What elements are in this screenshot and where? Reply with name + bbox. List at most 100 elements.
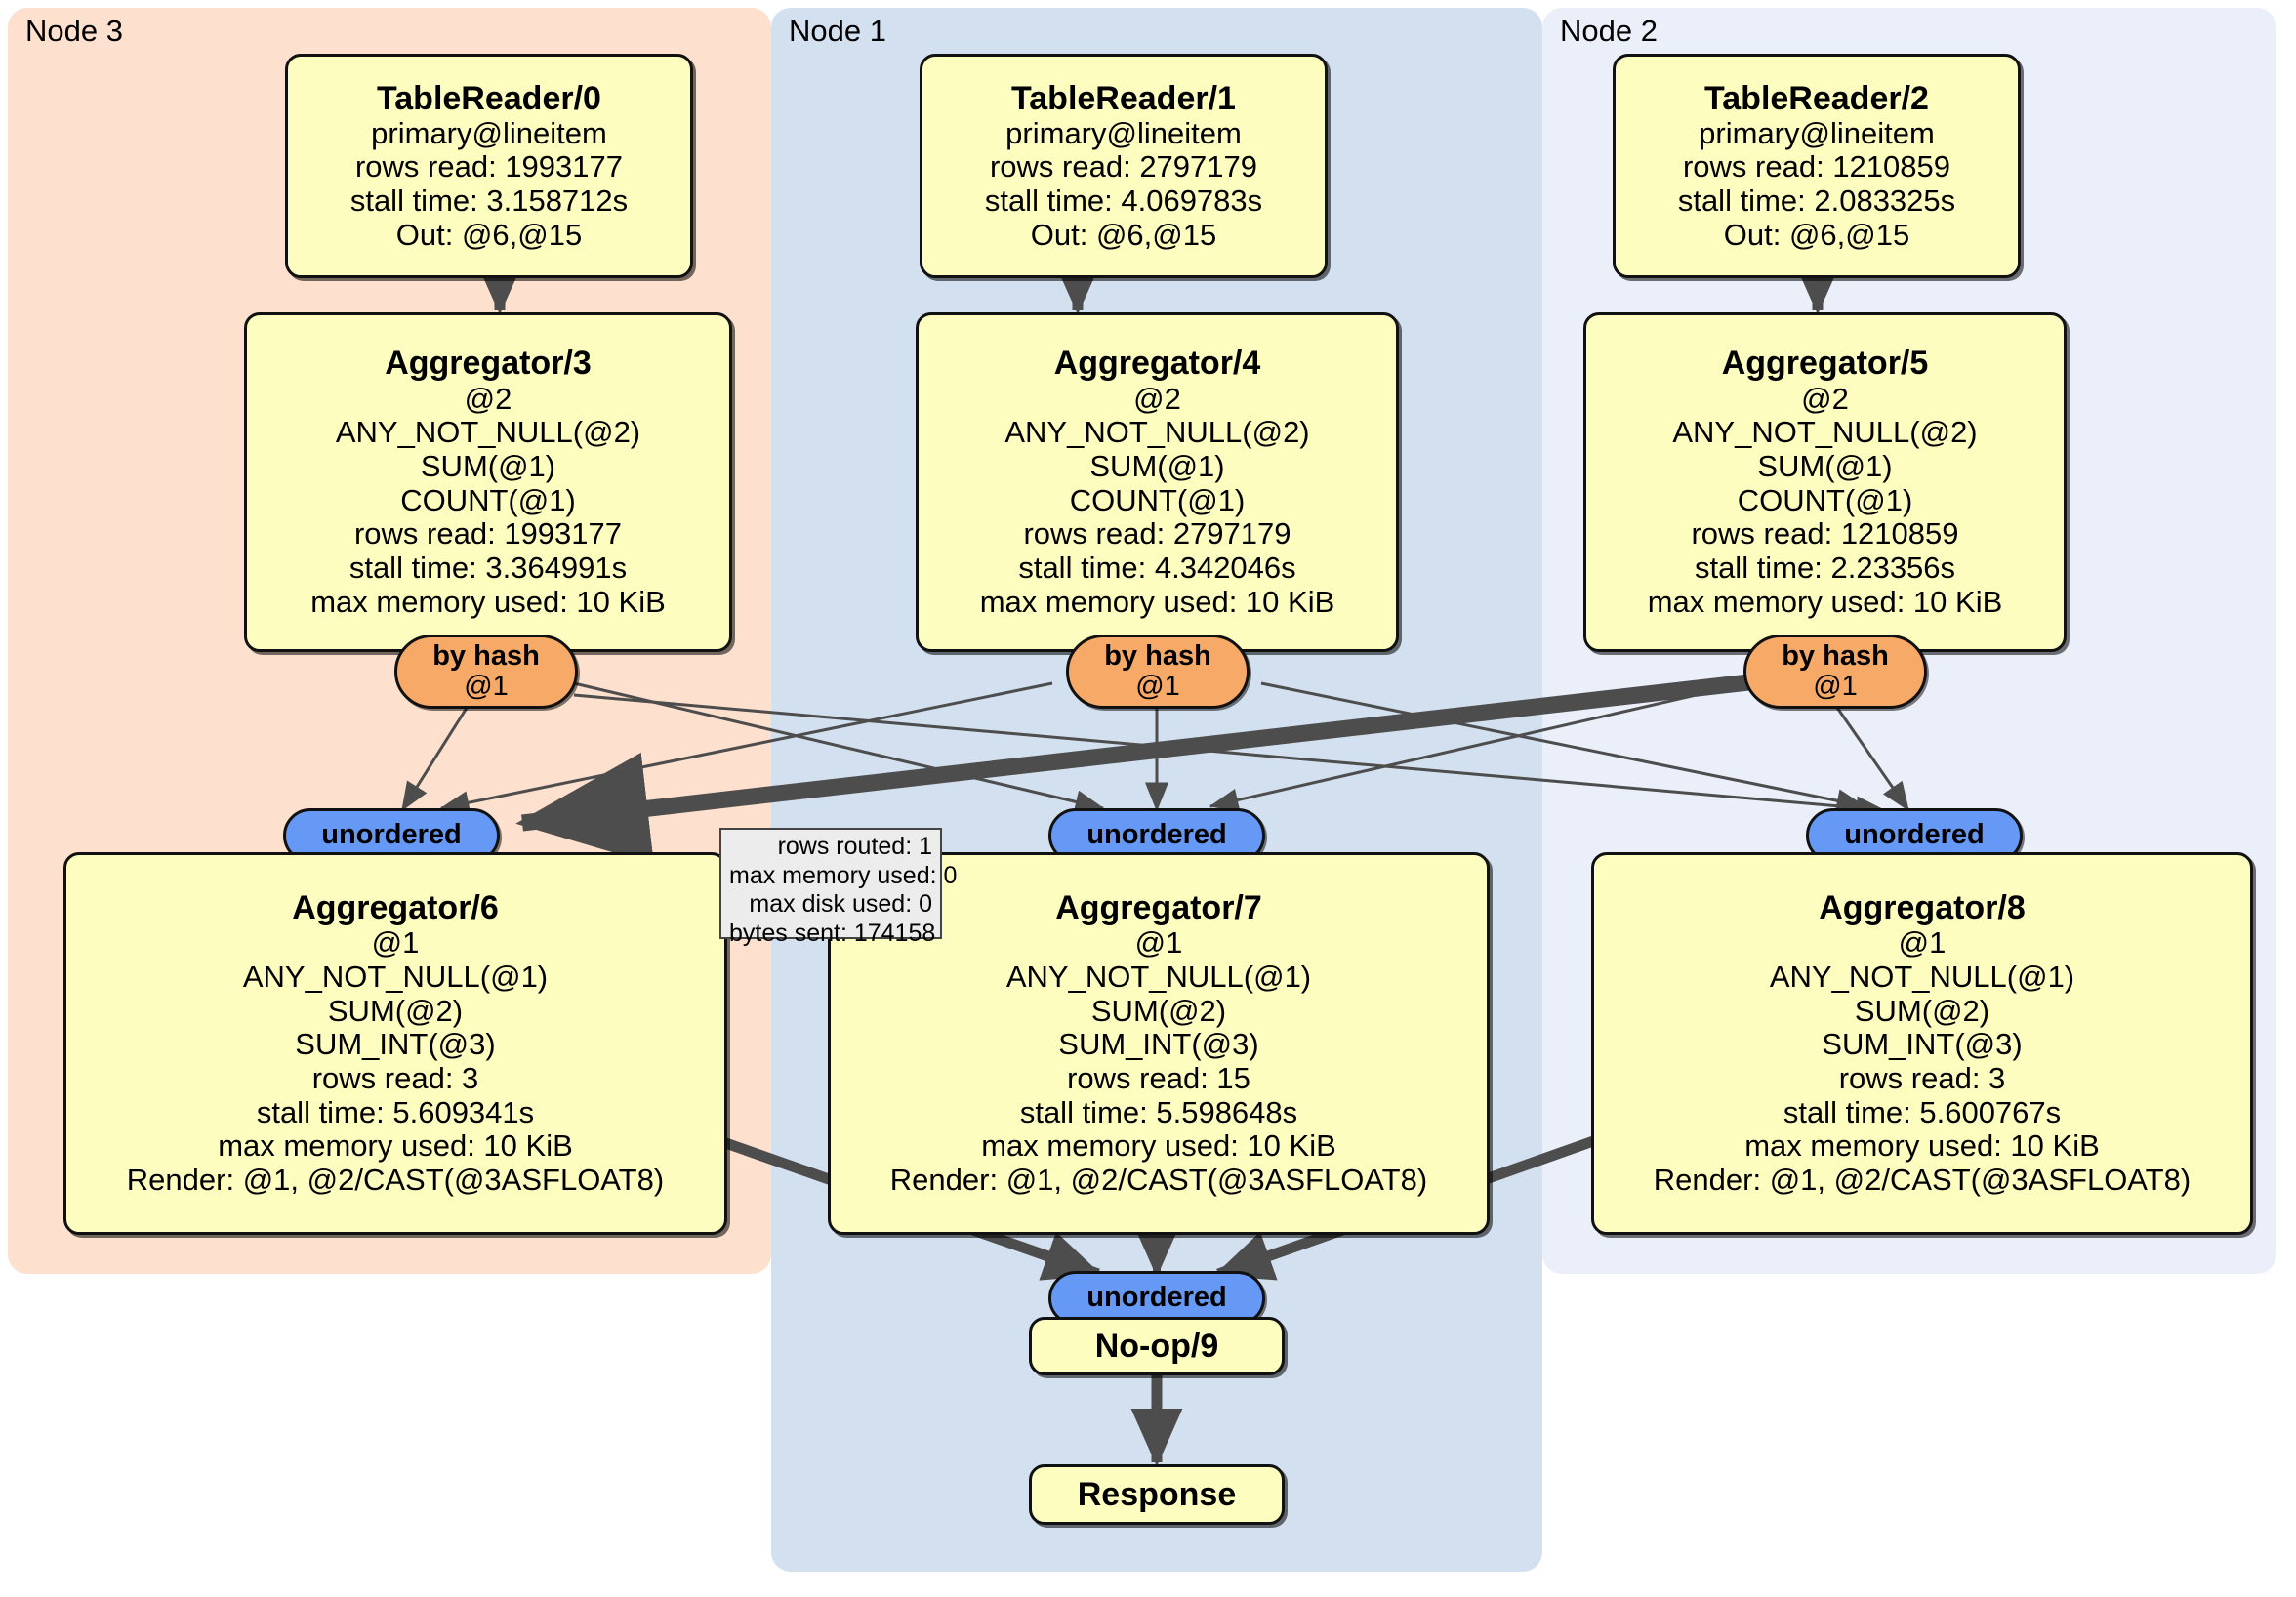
- stats-line: max memory used: 0: [729, 861, 958, 889]
- operator-line: SUM(@2): [1090, 993, 1227, 1028]
- operator-line: Out: @6,@15: [1723, 217, 1910, 252]
- operator-line: max memory used: 10 KiB: [981, 1128, 1336, 1164]
- operator-line: SUM(@1): [1089, 448, 1225, 483]
- cluster-label-node3: Node 3: [25, 14, 123, 48]
- operator-line: @1: [1898, 925, 1947, 961]
- router-sublabel: @1: [464, 671, 509, 702]
- operator-line: stall time: 3.158712s: [349, 184, 629, 219]
- operator-line: primary@lineitem: [371, 115, 607, 150]
- router-sublabel: @1: [1135, 671, 1180, 702]
- stream-stats-tooltip: rows routed: 1 max memory used: 0 max di…: [719, 828, 958, 947]
- operator-line: SUM(@2): [327, 993, 464, 1028]
- operator-line: SUM(@1): [1757, 448, 1893, 483]
- operator-title: Aggregator/7: [1055, 889, 1262, 927]
- edge-reader-to-agg: [473, 257, 1844, 315]
- operator-line: SUM(@1): [420, 448, 556, 483]
- operator-line: ANY_NOT_NULL(@1): [242, 959, 549, 994]
- operator-line: stall time: 4.342046s: [1018, 551, 1296, 586]
- operator-title: Aggregator/6: [292, 889, 499, 927]
- operator-line: @2: [1133, 381, 1181, 416]
- operator-line: ANY_NOT_NULL(@1): [1769, 959, 2075, 994]
- operator-line: stall time: 3.364991s: [348, 551, 628, 586]
- operator-line: SUM_INT(@3): [1822, 1027, 2023, 1062]
- operator-line: @2: [1801, 381, 1849, 416]
- operator-title: TableReader/0: [377, 79, 601, 117]
- operator-line: rows read: 1993177: [354, 149, 624, 184]
- operator-line: ANY_NOT_NULL(@1): [1005, 959, 1312, 994]
- operator-tablereader-0[interactable]: TableReader/0 primary@lineitem rows read…: [285, 54, 693, 278]
- operator-noop-9[interactable]: No-op/9: [1029, 1317, 1285, 1375]
- operator-aggregator-8[interactable]: Aggregator/8 @1 ANY_NOT_NULL(@1) SUM(@2)…: [1591, 852, 2253, 1235]
- operator-line: primary@lineitem: [1005, 115, 1242, 150]
- operator-line: stall time: 2.23356s: [1694, 551, 1956, 586]
- operator-line: Render: @1, @2/CAST(@3ASFLOAT8): [889, 1163, 1428, 1198]
- operator-line: COUNT(@1): [400, 482, 576, 517]
- router-by-hash-3[interactable]: by hash @1: [394, 635, 578, 709]
- operator-line: stall time: 4.069783s: [984, 184, 1263, 219]
- operator-line: rows read: 15: [1067, 1061, 1250, 1096]
- operator-tablereader-2[interactable]: TableReader/2 primary@lineitem rows read…: [1613, 54, 2021, 278]
- operator-line: max memory used: 10 KiB: [979, 584, 1335, 619]
- operator-line: Out: @6,@15: [395, 217, 583, 252]
- operator-line: stall time: 5.609341s: [256, 1094, 535, 1129]
- operator-response[interactable]: Response: [1029, 1464, 1285, 1525]
- router-by-hash-4[interactable]: by hash @1: [1066, 635, 1250, 709]
- operator-line: primary@lineitem: [1699, 115, 1935, 150]
- stats-line: bytes sent: 174158: [729, 919, 936, 947]
- stats-line: rows routed: 1: [777, 833, 932, 860]
- router-label: unordered: [1844, 819, 1985, 851]
- operator-title: Aggregator/4: [1053, 345, 1261, 383]
- operator-line: Render: @1, @2/CAST(@3ASFLOAT8): [126, 1163, 665, 1198]
- operator-line: @2: [464, 381, 512, 416]
- operator-line: rows read: 1210859: [1691, 516, 1959, 552]
- operator-line: rows read: 2797179: [989, 149, 1258, 184]
- operator-line: ANY_NOT_NULL(@2): [335, 415, 641, 450]
- operator-line: Render: @1, @2/CAST(@3ASFLOAT8): [1653, 1163, 2192, 1198]
- operator-line: COUNT(@1): [1069, 482, 1246, 517]
- operator-aggregator-3[interactable]: Aggregator/3 @2 ANY_NOT_NULL(@2) SUM(@1)…: [244, 312, 732, 652]
- router-label: unordered: [1086, 819, 1227, 851]
- edge-hash5-to-unordered6: [515, 673, 1758, 865]
- operator-title: TableReader/1: [1011, 79, 1236, 117]
- operator-aggregator-5[interactable]: Aggregator/5 @2 ANY_NOT_NULL(@2) SUM(@1)…: [1583, 312, 2067, 652]
- operator-line: max memory used: 10 KiB: [310, 584, 666, 619]
- router-sublabel: @1: [1813, 671, 1858, 702]
- operator-line: Out: @6,@15: [1030, 217, 1217, 252]
- operator-line: rows read: 1210859: [1682, 149, 1951, 184]
- router-label: unordered: [321, 819, 462, 851]
- router-by-hash-5[interactable]: by hash @1: [1743, 635, 1927, 709]
- operator-aggregator-6[interactable]: Aggregator/6 @1 ANY_NOT_NULL(@1) SUM(@2)…: [63, 852, 727, 1235]
- cluster-label-node1: Node 1: [789, 14, 886, 48]
- operator-title: No-op/9: [1094, 1327, 1219, 1365]
- operator-line: COUNT(@1): [1737, 482, 1913, 517]
- operator-line: rows read: 1993177: [353, 516, 623, 552]
- operator-line: ANY_NOT_NULL(@2): [1004, 415, 1310, 450]
- stats-line: max disk used: 0: [749, 890, 932, 918]
- operator-line: stall time: 5.600767s: [1783, 1094, 2062, 1129]
- operator-line: rows read: 3: [311, 1061, 479, 1096]
- operator-aggregator-4[interactable]: Aggregator/4 @2 ANY_NOT_NULL(@2) SUM(@1)…: [916, 312, 1399, 652]
- operator-line: @1: [371, 925, 420, 961]
- operator-title: TableReader/2: [1704, 79, 1929, 117]
- operator-title: Aggregator/5: [1721, 345, 1929, 383]
- operator-line: @1: [1134, 925, 1183, 961]
- operator-line: stall time: 2.083325s: [1677, 184, 1956, 219]
- operator-line: stall time: 5.598648s: [1019, 1094, 1298, 1129]
- operator-line: ANY_NOT_NULL(@2): [1672, 415, 1978, 450]
- router-label: unordered: [1086, 1282, 1227, 1314]
- operator-line: SUM_INT(@3): [295, 1027, 496, 1062]
- operator-line: SUM(@2): [1854, 993, 1990, 1028]
- operator-line: rows read: 2797179: [1023, 516, 1292, 552]
- operator-line: max memory used: 10 KiB: [218, 1128, 573, 1164]
- operator-line: SUM_INT(@3): [1058, 1027, 1259, 1062]
- router-label: by hash: [1104, 639, 1211, 672]
- router-label: by hash: [432, 639, 540, 672]
- operator-title: Response: [1077, 1475, 1237, 1513]
- operator-line: max memory used: 10 KiB: [1647, 584, 2003, 619]
- cluster-label-node2: Node 2: [1560, 14, 1658, 48]
- operator-title: Aggregator/3: [385, 345, 592, 383]
- operator-line: max memory used: 10 KiB: [1744, 1128, 2100, 1164]
- operator-tablereader-1[interactable]: TableReader/1 primary@lineitem rows read…: [920, 54, 1328, 278]
- operator-line: rows read: 3: [1838, 1061, 2006, 1096]
